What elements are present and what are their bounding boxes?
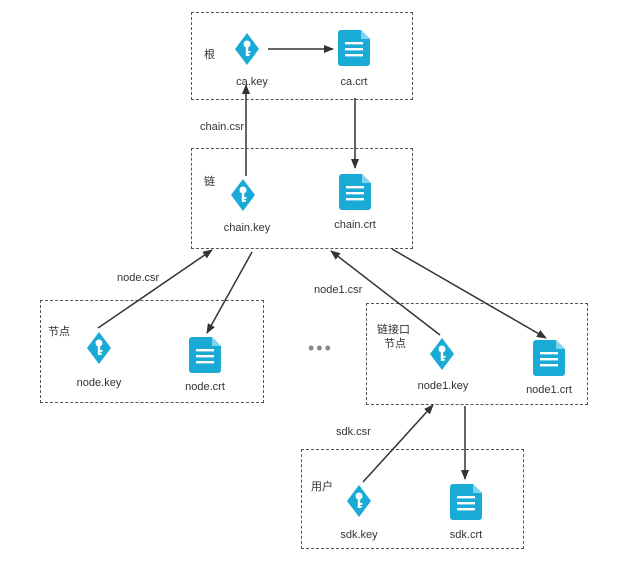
certificate-icon	[533, 340, 565, 376]
edge-label-sdk-csr: sdk.csr	[336, 426, 371, 438]
edge-node-key-to-chain	[97, 249, 213, 329]
user-group-label: 用户	[311, 481, 333, 493]
node-group-label: 节点	[48, 326, 70, 338]
more-nodes-ellipsis: •••	[308, 338, 333, 358]
edge-label-node1-csr: node1.csr	[314, 284, 363, 296]
edge-label-chain-csr: chain.csr	[200, 121, 245, 133]
sdk-crt-label: sdk.crt	[449, 529, 483, 541]
key-icon	[347, 485, 371, 517]
edge-label-node-csr: node.csr	[117, 272, 160, 284]
chain-crt-label: chain.crt	[334, 219, 376, 231]
root-group-label: 根	[204, 49, 215, 61]
edge-node1-key-to-chain	[330, 250, 441, 336]
sdk-node-group-label-line1: 链接口	[377, 324, 410, 336]
key-icon	[231, 179, 255, 211]
chain-group	[191, 148, 413, 249]
node1-crt-label: node1.crt	[526, 384, 572, 396]
chain-group-label: 链	[204, 176, 215, 188]
edge-sdk-key-to-node1	[362, 404, 434, 483]
user-group	[301, 449, 524, 549]
edge-chain-to-node-crt	[206, 251, 253, 334]
root-group	[191, 12, 413, 100]
certificate-icon	[338, 30, 370, 66]
node-crt-label: node.crt	[185, 381, 225, 393]
certificate-icon	[189, 337, 221, 373]
node-key-label: node.key	[76, 377, 122, 389]
certificate-icon	[339, 174, 371, 210]
sdk-node-group	[366, 303, 588, 405]
key-icon	[235, 33, 259, 65]
node-group	[40, 300, 264, 403]
chain-key-label: chain.key	[223, 222, 271, 234]
sdk-key-label: sdk.key	[340, 529, 378, 541]
key-icon	[430, 338, 454, 370]
sdk-node-group-label-line2: 节点	[384, 338, 406, 350]
ca-crt-label: ca.crt	[340, 76, 368, 88]
edge-chain-to-node1-crt	[391, 248, 547, 339]
ca-key-label: ca.key	[236, 76, 268, 88]
key-icon	[87, 332, 111, 364]
node1-key-label: node1.key	[417, 380, 469, 392]
certificate-icon	[450, 484, 482, 520]
